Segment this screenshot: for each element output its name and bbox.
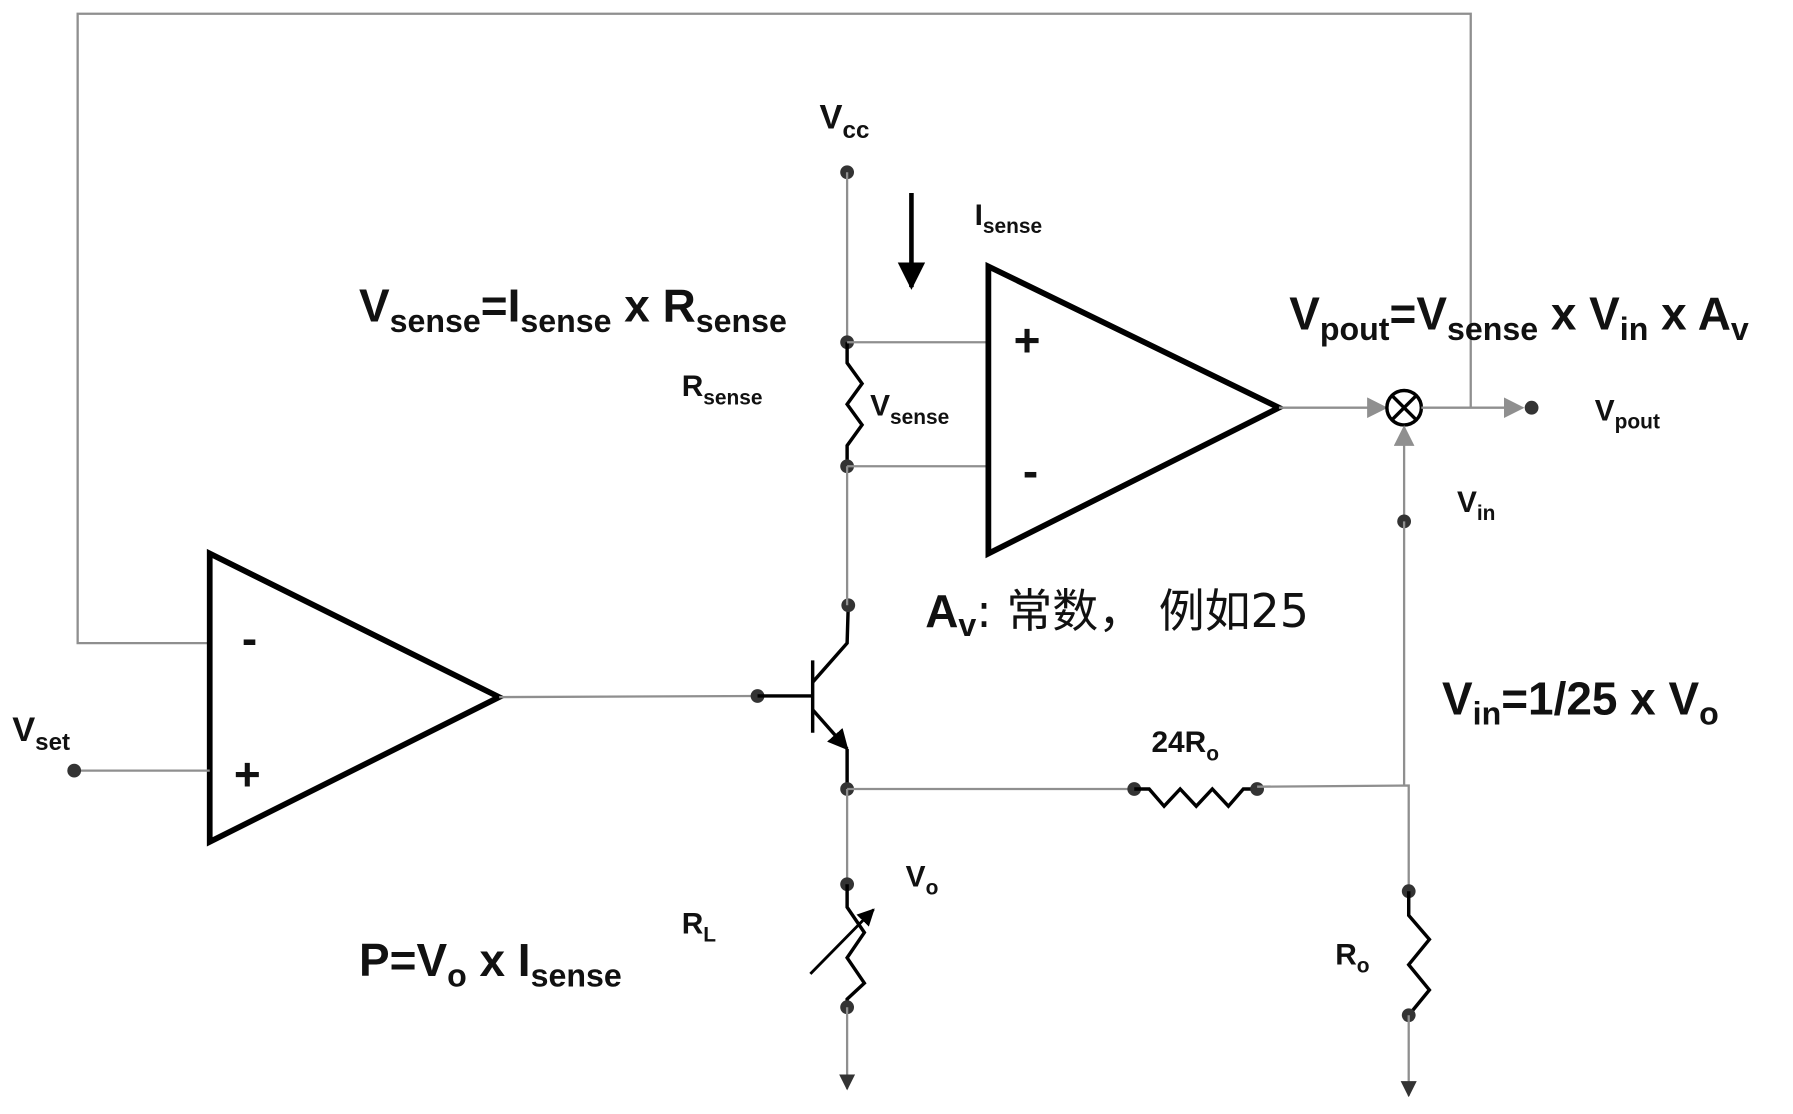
equation-subscript: o — [447, 958, 467, 994]
rl-variable-resistor — [847, 884, 864, 1007]
equation-text: x V — [1538, 288, 1620, 340]
opamp-1-minus-sign: - — [242, 613, 257, 665]
equation-text: V — [1289, 288, 1320, 340]
equation-text: x A — [1648, 288, 1731, 340]
equation-text: x R — [612, 280, 696, 332]
equation-text: =V — [1390, 288, 1448, 340]
vpout-node — [1525, 401, 1539, 415]
vin-label: Vin — [1457, 486, 1495, 525]
vo-label: Vo — [906, 861, 939, 900]
opamp-2-minus-sign: - — [1023, 445, 1038, 497]
vsense-label: Vsense — [870, 390, 949, 429]
base-drive-wire — [499, 696, 757, 697]
rl-label: RL — [682, 908, 717, 947]
equation-subscript: sense — [520, 303, 611, 339]
av-note: Av: 常数， 例如25 — [925, 584, 1309, 643]
vset-label: Vset — [12, 711, 70, 756]
opamp-1-plus-sign: + — [234, 748, 261, 800]
equation-subscript: o — [1699, 696, 1719, 732]
ro-resistor — [1409, 891, 1430, 1015]
vin-equation: Vin=1/25 x Vo — [1442, 672, 1719, 731]
equation-text: x I — [467, 934, 531, 986]
vpout-label: Vpout — [1595, 394, 1660, 433]
equation-text: V — [1442, 672, 1473, 724]
isense-label: Isense — [975, 199, 1043, 238]
rl-variable-arrow-icon — [810, 910, 873, 974]
opamp-2-plus-sign: + — [1014, 314, 1041, 366]
vset-node — [67, 764, 81, 778]
equation-subscript: sense — [390, 303, 481, 339]
equation-subscript: in — [1620, 311, 1649, 347]
equation-subscript: v — [1731, 311, 1749, 347]
equation-subscript: sense — [1447, 311, 1538, 347]
equation-subscript: in — [1473, 696, 1502, 732]
vsense-equation: Vsense=Isense x Rsense — [359, 280, 787, 339]
r24-right-node — [1250, 782, 1264, 796]
rsense-label: Rsense — [682, 370, 763, 409]
equation-subscript: pout — [1320, 311, 1390, 347]
rsense-resistor — [847, 342, 862, 466]
equation-text: =1/25 x V — [1501, 672, 1699, 724]
equation-subscript: sense — [696, 303, 787, 339]
opamp-2-sense-amplifier — [988, 266, 1279, 553]
power-equation: P=Vo x Isense — [359, 934, 622, 993]
equation-subscript: sense — [531, 958, 622, 994]
npn-transistor — [758, 605, 849, 789]
r24-resistor — [1134, 789, 1257, 806]
multiplier-icon — [1387, 390, 1421, 424]
vpout-equation: Vpout=Vsense x Vin x Av — [1289, 288, 1749, 347]
ro-label: Ro — [1335, 939, 1369, 978]
equation-text: =I — [481, 280, 521, 332]
equation-text: P=V — [359, 934, 447, 986]
divider-wire — [1257, 786, 1409, 892]
equation-text: V — [359, 280, 390, 332]
vcc-label: Vcc — [820, 99, 870, 144]
r24-label: 24Ro — [1151, 726, 1219, 765]
